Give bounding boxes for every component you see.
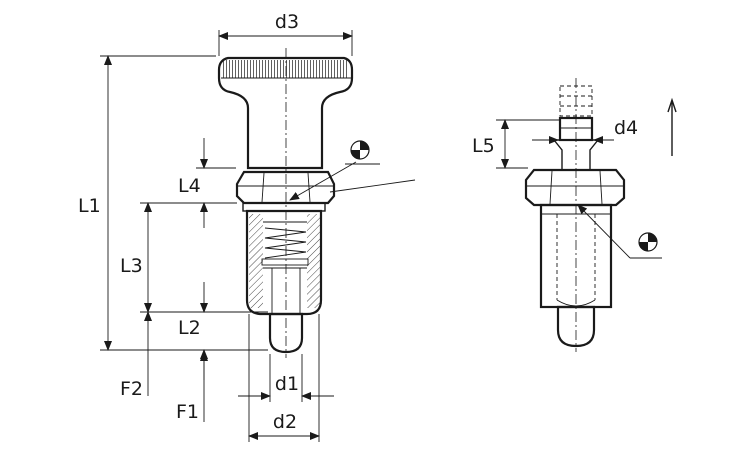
retracted-knob-outline: [559, 85, 593, 117]
dim-d4: d4: [614, 117, 638, 139]
dim-F1: F1: [176, 401, 199, 423]
dim-L3: L3: [120, 255, 143, 277]
knurling: [223, 60, 349, 78]
dim-L5: L5: [472, 135, 495, 157]
dim-F2: F2: [120, 378, 143, 400]
plunger-pin-right: [556, 305, 596, 348]
dim-d1: d1: [275, 373, 299, 395]
body-right: [539, 203, 613, 309]
sealant-symbol-icon: [350, 140, 370, 160]
dim-L1: L1: [78, 195, 101, 217]
leader-line: [329, 179, 416, 193]
hex-nut-right: [524, 168, 626, 207]
left-view: [217, 48, 354, 358]
right-view: [524, 78, 626, 352]
dim-d2: d2: [273, 411, 297, 433]
dim-L2: L2: [178, 317, 201, 339]
right-dimensions: L5 d4: [472, 97, 677, 259]
body-collar: [242, 202, 326, 212]
arrow-up-icon: [667, 97, 677, 156]
sealant-symbol-icon: [638, 232, 658, 252]
dim-L4: L4: [178, 175, 201, 197]
threaded-body: [245, 209, 323, 316]
hex-nut: [235, 170, 336, 205]
spring: [264, 227, 307, 259]
left-dimensions: d3 L1 L4 L3 L2 F2 F1 d1: [78, 11, 416, 442]
plunger-pin: [268, 312, 304, 354]
dim-d3: d3: [275, 11, 299, 33]
knob: [217, 56, 354, 170]
